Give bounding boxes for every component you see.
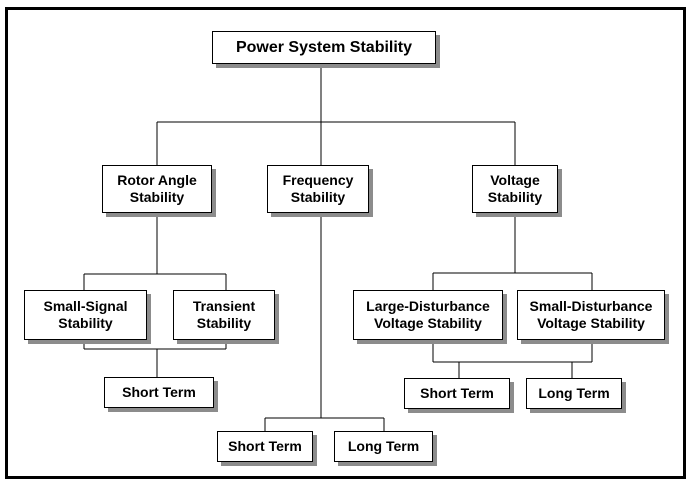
node-voltage-long-term: Long Term [526, 378, 622, 409]
node-voltage-stability: Voltage Stability [472, 165, 558, 213]
node-small-disturbance-voltage-stability: Small-Disturbance Voltage Stability [517, 290, 665, 340]
node-transient-stability: Transient Stability [173, 290, 275, 340]
node-frequency-short-term: Short Term [217, 431, 313, 462]
node-power-system-stability: Power System Stability [212, 31, 436, 64]
node-frequency-long-term: Long Term [334, 431, 433, 462]
node-rotor-short-term: Short Term [104, 377, 214, 408]
node-frequency-stability: Frequency Stability [267, 165, 369, 213]
node-voltage-short-term: Short Term [404, 378, 510, 409]
node-large-disturbance-voltage-stability: Large-Disturbance Voltage Stability [353, 290, 503, 340]
node-small-signal-stability: Small-Signal Stability [24, 290, 147, 340]
node-rotor-angle-stability: Rotor Angle Stability [102, 165, 212, 213]
